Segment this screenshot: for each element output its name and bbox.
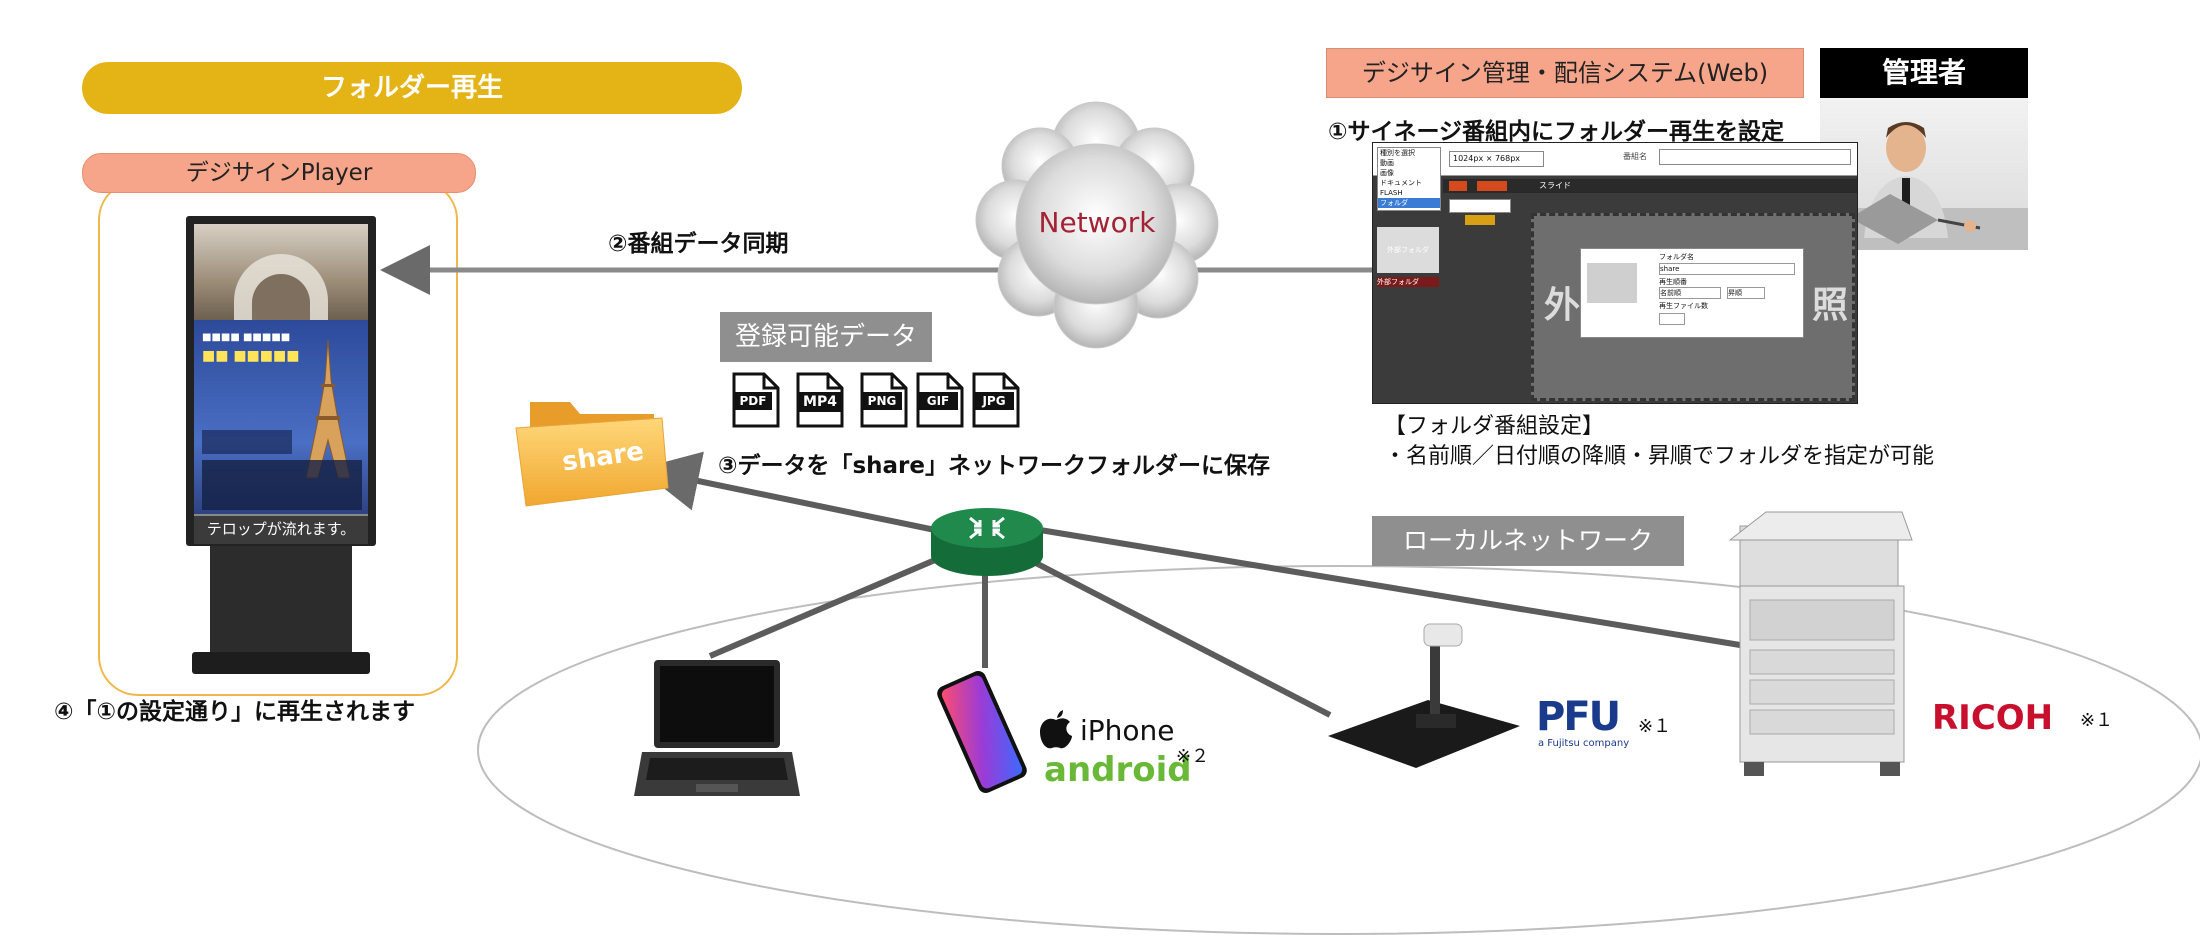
type-menu-item-selected[interactable]: フォルダ: [1378, 198, 1440, 208]
note-mark-1b: ※１: [2080, 710, 2114, 731]
player-label: デジサインPlayer: [82, 153, 476, 193]
folder-playback-banner: フォルダー再生: [82, 62, 742, 114]
step3-caption: ③データを「share」ネットワークフォルダーに保存: [718, 453, 1270, 479]
eiffel-tower-icon: [305, 340, 351, 479]
jpg-file-label: JPG: [982, 394, 1006, 408]
type-menu[interactable]: 種別を選択 動画 画像 ドキュメント FLASH フォルダ: [1377, 147, 1441, 211]
pdf-file-label: PDF: [739, 394, 767, 408]
router-to-folder-arrow: [639, 451, 936, 533]
dialog-direction-select[interactable]: 昇順: [1727, 287, 1765, 299]
scanner-icon: [1328, 623, 1520, 768]
pfu-subtitle: a Fujitsu company: [1538, 738, 1630, 749]
png-file-label: PNG: [867, 394, 897, 408]
type-menu-item[interactable]: FLASH: [1380, 189, 1403, 197]
step2-caption: ②番組データ同期: [608, 231, 789, 257]
canvas-bg-text-right: 照: [1812, 285, 1849, 326]
time-select[interactable]: [1449, 199, 1511, 213]
resolution-select[interactable]: 1024px × 768px: [1449, 151, 1544, 167]
dialog-count-input[interactable]: [1659, 313, 1685, 325]
poster-title: ■■ ■■■■■: [202, 348, 300, 364]
canvas-bg-text-left: 外: [1544, 285, 1581, 326]
program-name-label: 番組名: [1623, 152, 1647, 161]
mp4-file-icon: MP4: [796, 372, 844, 428]
folder-thumbnail-label: 外部フォルダ: [1387, 246, 1429, 254]
pdf-file-icon: PDF: [732, 372, 780, 428]
step4-caption: ④「①の設定通り」に再生されます: [54, 699, 415, 725]
android-label: android: [1044, 750, 1192, 790]
folder-thumbnail[interactable]: 外部フォルダ: [1377, 227, 1439, 273]
type-menu-item[interactable]: 画像: [1380, 169, 1394, 177]
folder-setting-description: ・名前順／日付順の降順・昇順でフォルダを指定が可能: [1384, 444, 1935, 469]
ricoh-logo: RICOH: [1932, 698, 2054, 738]
type-menu-item[interactable]: 種別を選択: [1380, 149, 1415, 157]
admin-label: 管理者: [1820, 48, 2028, 98]
folder-dialog: フォルダ名 share 再生順番 名前順 昇順 再生ファイル数: [1580, 248, 1804, 338]
smartphone-icon: [937, 671, 1027, 793]
dialog-thumb: [1587, 263, 1637, 303]
lan-ellipse: [477, 565, 2200, 935]
program-name-input[interactable]: [1659, 149, 1851, 165]
poster-headline: ■■■■ ■■■■■: [202, 332, 291, 343]
jpg-file-icon: JPG: [972, 372, 1020, 428]
folder-item-label: 外部フォルダ: [1377, 277, 1439, 287]
folder-setting-title: 【フォルダ番組設定】: [1384, 414, 1605, 439]
toolbar-button[interactable]: [1449, 181, 1467, 191]
web-system-label: デジサイン管理・配信システム(Web): [1326, 48, 1804, 98]
gif-file-icon: GIF: [916, 372, 964, 428]
note-mark-1a: ※１: [1638, 716, 1672, 737]
printer-icon: [1728, 511, 1913, 776]
dialog-sort-select[interactable]: 名前順: [1659, 287, 1721, 299]
dialog-count-label: 再生ファイル数: [1659, 302, 1708, 310]
telop-bar: テロップが流れます。: [194, 514, 368, 544]
step1-caption: ①サイネージ番組内にフォルダー再生を設定: [1328, 119, 1785, 145]
dialog-order-label: 再生順番: [1659, 278, 1687, 286]
mp4-file-label: MP4: [803, 394, 837, 410]
web-system-screenshot: 種別を選択 動画 画像 ドキュメント FLASH フォルダ 1024px × 7…: [1372, 142, 1858, 404]
pfu-logo: PFU: [1536, 694, 1621, 740]
iphone-label: iPhone: [1080, 714, 1175, 747]
toolbar-button[interactable]: [1477, 181, 1507, 191]
local-network-tag: ローカルネットワーク: [1372, 516, 1684, 566]
preview-canvas: 外 照 フォルダ名 share 再生順番 名前順 昇順 再生ファイル数: [1531, 213, 1855, 401]
network-cloud-icon: [975, 101, 1219, 349]
telop-text: テロップが流れます。: [206, 520, 356, 538]
router-to-scanner: [1028, 557, 1332, 718]
type-menu-item[interactable]: ドキュメント: [1380, 179, 1422, 187]
router-to-laptop: [708, 557, 937, 659]
router-icon: [931, 508, 1043, 576]
arch-photo: [194, 224, 368, 320]
note-mark-2: ※２: [1176, 746, 1210, 767]
signage-kiosk: ■■■■ ■■■■■ ■■ ■■■■■ テロップが流れます。: [186, 216, 376, 676]
slide-label: スライド: [1539, 181, 1571, 190]
gif-file-label: GIF: [926, 394, 950, 408]
share-folder: share: [512, 388, 672, 512]
apple-logo-icon: [1040, 710, 1072, 749]
router-to-printer: [1039, 527, 1741, 648]
registrable-data-tag: 登録可能データ: [720, 312, 932, 362]
type-menu-item[interactable]: 動画: [1380, 159, 1394, 167]
dialog-folder-value[interactable]: share: [1659, 263, 1795, 275]
add-button[interactable]: [1465, 215, 1495, 225]
png-file-icon: PNG: [860, 372, 908, 428]
eiffel-poster: ■■■■ ■■■■■ ■■ ■■■■■: [194, 320, 368, 524]
dialog-folder-label: フォルダ名: [1659, 253, 1694, 261]
laptop-icon: [634, 660, 800, 796]
folder-icon: [515, 402, 669, 507]
network-label: Network: [1038, 206, 1156, 239]
